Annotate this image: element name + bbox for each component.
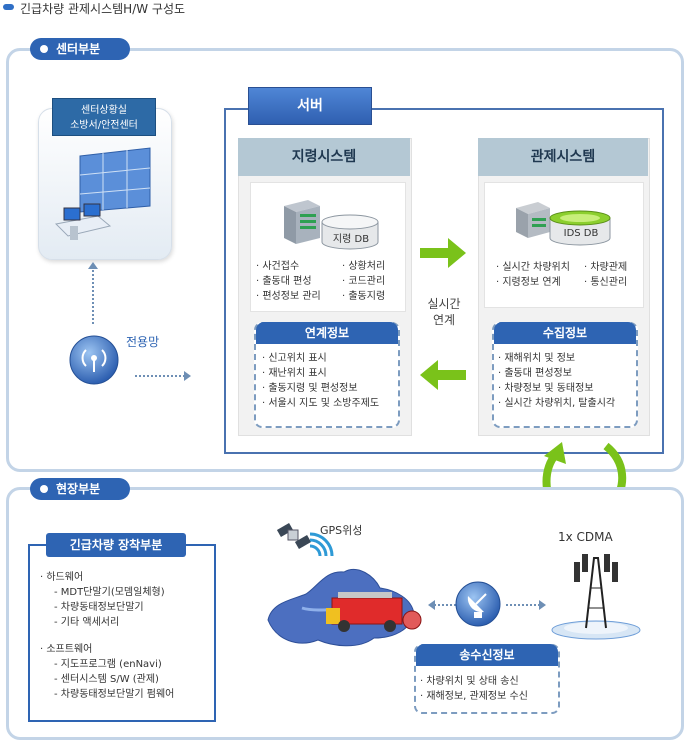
list-item: 출동대 편성정보 [498, 366, 636, 381]
cdma-label: 1x CDMA [558, 530, 613, 544]
list-item-text: MDT단말기(모뎀일체형) [60, 587, 165, 598]
list-item: 실시간 차량위치 [496, 260, 588, 275]
list-item: 차량관제 [584, 260, 644, 275]
center-section-tab-label: 센터부분 [56, 42, 101, 56]
realtime-link-label: 실시간 연계 [416, 296, 472, 328]
software-heading-text: 소프트웨어 [46, 644, 93, 655]
up-arrowhead-icon [88, 262, 98, 269]
hardware-section: · 하드웨어 - MDT단말기(모뎀일체형) - 차량동태정보단말기 - 기타 … [40, 570, 165, 630]
database-icon [321, 214, 379, 250]
list-item: 재해정보, 관제정보 수신 [420, 689, 558, 704]
list-item-text: 지도프로그램 (enNavi) [60, 659, 162, 670]
page-title: 긴급차량 관제시스템H/W 구성도 [20, 2, 186, 16]
hardware-heading: · 하드웨어 [40, 572, 84, 583]
list-item: 코드관리 [342, 274, 402, 289]
realtime-link-line2: 연계 [432, 313, 456, 327]
situation-room-label-line1: 센터상황실 [81, 105, 127, 116]
list-item: - 기타 액세서리 [54, 617, 120, 628]
tab-dot-icon [40, 45, 48, 53]
list-item: 실시간 차량위치, 탈출시각 [498, 396, 636, 411]
list-item: 출동대 편성 [256, 274, 348, 289]
list-item: 차량정보 및 동태정보 [498, 381, 636, 396]
list-item-text: 기타 액세서리 [60, 617, 120, 628]
cdma-tower-icon [551, 554, 641, 640]
transmit-info-list: 차량위치 및 상태 송신 재해정보, 관제정보 수신 [420, 674, 558, 704]
transmit-info-title: 송수신정보 [416, 644, 558, 666]
dedicated-line-label: 전용망 [126, 335, 160, 349]
dotted-link-right [506, 604, 540, 606]
list-item: 출동지령 및 편성정보 [262, 381, 396, 396]
gps-satellite-icon [276, 523, 334, 557]
video-wall-icon [54, 147, 151, 240]
control-functions-right: 차량관제 통신관리 [584, 260, 644, 290]
satellite-dish-icon [455, 581, 501, 627]
realtime-link-line1: 실시간 [427, 297, 461, 311]
server-rack-icon [284, 200, 320, 244]
vehicle-equipment-box [28, 544, 216, 722]
list-item: 차량위치 및 상태 송신 [420, 674, 558, 689]
situation-room: 센터상황실 소방서/안전센터 [38, 98, 172, 260]
field-section-tab: 현장부분 [30, 478, 130, 500]
collect-info-title: 수집정보 [494, 322, 636, 344]
list-item: 신고위치 표시 [262, 351, 396, 366]
list-item: 지령정보 연계 [496, 275, 588, 290]
right-arrowhead-icon [184, 371, 191, 381]
server-tab: 서버 [248, 87, 372, 125]
green-arrow-left-icon [420, 360, 466, 390]
link-info-list: 신고위치 표시 재난위치 표시 출동지령 및 편성정보 서울시 지도 및 소방주… [262, 351, 396, 411]
collect-info-list: 재해위치 및 정보 출동대 편성정보 차량정보 및 동태정보 실시간 차량위치,… [498, 351, 636, 411]
gps-label: GPS위성 [320, 524, 363, 537]
list-item-text: 차량동태정보단말기 [60, 602, 144, 613]
situation-room-label-line2: 소방서/안전센터 [70, 120, 138, 131]
list-item: 사건접수 [256, 259, 348, 274]
link-info-title: 연계정보 [256, 322, 398, 344]
list-item: 통신관리 [584, 275, 644, 290]
list-item-text: 차량동태정보단말기 펌웨어 [60, 689, 175, 700]
seoul-map-fire-truck-icon [267, 568, 422, 647]
control-db-label: IDS DB [563, 228, 599, 239]
dispatch-functions-right: 상황처리 코드관리 출동지령 [342, 259, 402, 304]
list-item: - 차량동태정보단말기 [54, 602, 144, 613]
software-heading: · 소프트웨어 [40, 644, 93, 655]
situation-room-label: 센터상황실 소방서/안전센터 [52, 98, 156, 136]
green-arrow-right-icon [420, 238, 466, 268]
server-rack-icon [516, 202, 550, 238]
dispatch-functions-left: 사건접수 출동대 편성 편성정보 관리 [256, 259, 348, 304]
software-section: · 소프트웨어 - 지도프로그램 (enNavi) - 센터시스템 S/W (관… [40, 642, 174, 702]
list-item: 편성정보 관리 [256, 289, 348, 304]
list-item: - 센터시스템 S/W (관제) [54, 674, 159, 685]
dispatch-db-label: 지령 DB [332, 234, 370, 245]
list-item: - MDT단말기(모뎀일체형) [54, 587, 165, 598]
center-section-tab: 센터부분 [30, 38, 130, 60]
dispatch-system-title: 지령시스템 [238, 138, 410, 176]
database-icon [549, 210, 611, 246]
list-item-text: 센터시스템 S/W (관제) [60, 674, 159, 685]
dotted-link-left [434, 604, 460, 606]
list-item: - 지도프로그램 (enNavi) [54, 659, 162, 670]
list-item: - 차량동태정보단말기 펌웨어 [54, 689, 175, 700]
list-item: 출동지령 [342, 289, 402, 304]
antenna-icon [69, 335, 119, 385]
dotted-line-up [92, 266, 94, 324]
title-bullet-icon [3, 4, 14, 10]
tab-dot-icon [40, 485, 48, 493]
right-arrowhead-icon [539, 600, 546, 610]
control-system-title: 관제시스템 [478, 138, 648, 176]
list-item: 서울시 지도 및 소방주제도 [262, 396, 396, 411]
list-item: 재해위치 및 정보 [498, 351, 636, 366]
control-functions-left: 실시간 차량위치 지령정보 연계 [496, 260, 588, 290]
hardware-heading-text: 하드웨어 [46, 572, 84, 583]
list-item: 상황처리 [342, 259, 402, 274]
list-item: 재난위치 표시 [262, 366, 396, 381]
field-section-tab-label: 현장부분 [56, 482, 101, 496]
vehicle-equipment-title: 긴급차량 장착부분 [46, 533, 186, 557]
left-arrowhead-icon [428, 600, 435, 610]
dotted-line-right [135, 375, 185, 377]
